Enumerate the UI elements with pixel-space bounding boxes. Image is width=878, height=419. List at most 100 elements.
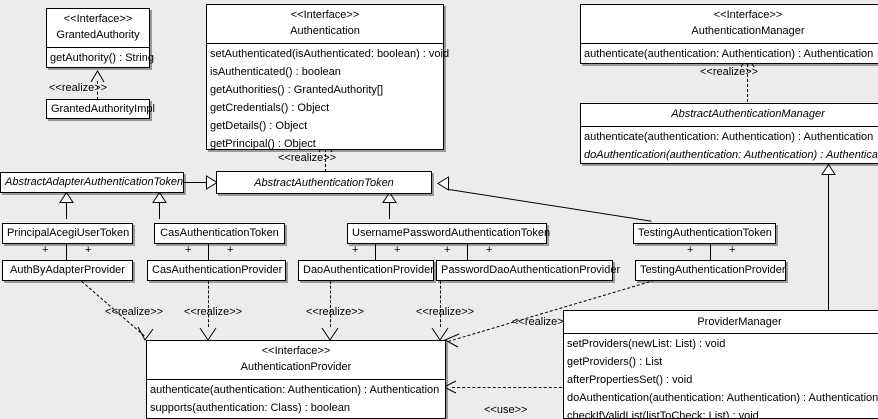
- class-header-testing-authentication-provider: TestingAuthenticationProvider: [636, 261, 786, 281]
- class-abstract-adapter-authentication-token[interactable]: AbstractAdapterAuthenticationToken: [0, 172, 184, 193]
- member-checkifvalidlist: checkIfValidList(listToCheck: List) : vo…: [567, 410, 759, 419]
- label-realize-dao: <<realize>>: [306, 306, 365, 318]
- class-members-authentication-manager: authenticate(authentication: Authenticat…: [581, 44, 878, 64]
- realization-line-dao-provider: [330, 281, 331, 327]
- class-name-auth-by-adapter-provider: AuthByAdapterProvider: [10, 264, 125, 276]
- class-password-dao-authentication-provider[interactable]: PasswordDaoAuthenticationProvider: [436, 260, 621, 281]
- class-dao-authentication-provider[interactable]: DaoAuthenticationProvider: [298, 260, 434, 281]
- class-header-abstract-authentication-token: AbstractAuthenticationToken: [217, 172, 431, 194]
- label-realize-authbyadapter: <<realize>>: [105, 306, 164, 318]
- class-header-cas-authentication-token: CasAuthenticationToken: [155, 224, 284, 244]
- class-authentication-provider[interactable]: <<Interface>> AuthenticationProvider aut…: [146, 340, 446, 419]
- generalization-triangle-abstractmanager: [821, 164, 836, 175]
- member-getprincipal: getPrincipal() : Object: [210, 138, 316, 150]
- class-header-principal-acegi-user-token: PrincipalAcegiUserToken: [3, 224, 132, 244]
- stereotype-interface: <<Interface>>: [290, 9, 360, 21]
- generalization-line-testingtoken: [448, 189, 652, 222]
- label-realize-cas: <<realize>>: [184, 306, 243, 318]
- member-supports: supports(authentication: Class) : boolea…: [150, 402, 350, 414]
- association-plus-upt-b-left: +: [444, 244, 451, 256]
- class-name-authentication-manager: AuthenticationManager: [691, 25, 805, 37]
- class-name-testing-authentication-provider: TestingAuthenticationProvider: [640, 264, 786, 276]
- association-plus-principalacegi-left: +: [42, 244, 49, 256]
- class-testing-authentication-token[interactable]: TestingAuthenticationToken: [633, 223, 776, 244]
- label-realize-passworddao: <<realize>>: [416, 306, 475, 318]
- association-plus-principalacegi-right: +: [85, 244, 92, 256]
- association-plus-upt-b-right: +: [486, 244, 493, 256]
- dependency-line-providermanager-authenticationprovider: [452, 387, 562, 388]
- class-name-authentication: Authentication: [290, 25, 360, 37]
- class-username-password-authentication-token[interactable]: UsernamePasswordAuthenticationToken: [347, 223, 551, 244]
- generalization-line-principalacegitoken: [66, 194, 67, 219]
- realization-line-grantedauthorityimpl: [97, 81, 98, 100]
- class-name-testing-authentication-token: TestingAuthenticationToken: [638, 227, 772, 239]
- member-getproviders: getProviders() : List: [567, 356, 663, 368]
- generalization-triangle-abstracttoken-testing: [437, 176, 449, 191]
- class-name-username-password-authentication-token: UsernamePasswordAuthenticationToken: [352, 227, 551, 239]
- class-members-authentication-provider: authenticate(authentication: Authenticat…: [147, 380, 445, 418]
- generalization-triangle-adaptertoken: [59, 192, 74, 203]
- class-header-abstract-authentication-manager: AbstractAuthenticationManager: [581, 104, 878, 127]
- class-name-authentication-provider: AuthenticationProvider: [240, 361, 352, 373]
- association-plus-cas-right: +: [227, 244, 234, 256]
- class-abstract-authentication-manager[interactable]: AbstractAuthenticationManager authentica…: [580, 103, 878, 164]
- class-granted-authority-impl[interactable]: GrantedAuthorityImpl: [46, 99, 155, 120]
- class-header-auth-by-adapter-provider: AuthByAdapterProvider: [3, 261, 132, 281]
- generalization-triangle-abstracttoken-cas: [152, 192, 167, 203]
- member-setproviders: setProviders(newList: List) : void: [567, 338, 726, 350]
- open-arrow-authenticationprovider-dao: [321, 326, 339, 341]
- class-name-abstract-authentication-token: AbstractAuthenticationToken: [254, 177, 394, 189]
- class-cas-authentication-token[interactable]: CasAuthenticationToken: [154, 223, 285, 244]
- class-name-granted-authority-impl: GrantedAuthorityImpl: [51, 103, 155, 115]
- open-arrow-grantedauthority-realize: [90, 69, 105, 83]
- stereotype-interface: <<Interface>>: [63, 13, 133, 25]
- association-line-adaptertoken: [183, 182, 215, 183]
- class-members-provider-manager: setProviders(newList: List) : void getPr…: [564, 334, 878, 419]
- member-doauthentication: doAuthentication(authentication: Authent…: [567, 392, 878, 404]
- class-members-authentication: setAuthenticated(isAuthenticated: boolea…: [207, 44, 449, 154]
- class-header-provider-manager: ProviderManager: [564, 311, 878, 334]
- class-header-authentication-manager: <<Interface>> AuthenticationManager: [581, 5, 878, 44]
- class-cas-authentication-provider[interactable]: CasAuthenticationProvider: [147, 260, 286, 281]
- class-auth-by-adapter-provider[interactable]: AuthByAdapterProvider: [2, 260, 133, 281]
- class-authentication[interactable]: <<Interface>> Authentication setAuthenti…: [206, 4, 449, 150]
- class-header-abstract-adapter-authentication-token: AbstractAdapterAuthenticationToken: [1, 173, 183, 193]
- class-header-granted-authority-impl: GrantedAuthorityImpl: [47, 100, 155, 120]
- class-header-granted-authority: <<Interface>> GrantedAuthority: [47, 9, 149, 48]
- association-line-upt-dao: [375, 244, 376, 261]
- class-header-password-dao-authentication-provider: PasswordDaoAuthenticationProvider: [437, 261, 621, 281]
- open-arrow-authenticationprovider-authbyadapter: [137, 326, 154, 341]
- generalization-line-castoken: [159, 194, 160, 219]
- class-header-cas-authentication-provider: CasAuthenticationProvider: [148, 261, 285, 281]
- member-authenticate: authenticate(authentication: Authenticat…: [584, 131, 874, 143]
- class-header-testing-authentication-token: TestingAuthenticationToken: [634, 224, 775, 244]
- class-members-abstract-authentication-manager: authenticate(authentication: Authenticat…: [581, 127, 878, 165]
- class-header-authentication-provider: <<Interface>> AuthenticationProvider: [147, 341, 445, 380]
- class-header-username-password-authentication-token: UsernamePasswordAuthenticationToken: [348, 224, 551, 244]
- realization-line-cas-provider: [208, 281, 209, 327]
- label-realize-abstracttoken: <<realize>>: [278, 152, 337, 164]
- class-granted-authority[interactable]: <<Interface>> GrantedAuthority getAuthor…: [46, 8, 154, 68]
- class-provider-manager[interactable]: ProviderManager setProviders(newList: Li…: [563, 310, 878, 419]
- class-name-provider-manager: ProviderManager: [697, 316, 782, 328]
- association-plus-testing-right: +: [729, 244, 736, 256]
- class-authentication-manager[interactable]: <<Interface>> AuthenticationManager auth…: [580, 4, 878, 64]
- association-plus-upt-a-right: +: [394, 244, 401, 256]
- class-principal-acegi-user-token[interactable]: PrincipalAcegiUserToken: [2, 223, 133, 244]
- label-use-providermanager: <<use>>: [484, 404, 528, 416]
- class-testing-authentication-provider[interactable]: TestingAuthenticationProvider: [635, 260, 786, 281]
- association-line-principalacegi-authbyadapter: [66, 244, 67, 261]
- class-name-password-dao-authentication-provider: PasswordDaoAuthenticationProvider: [441, 264, 621, 276]
- association-plus-upt-a-left: +: [352, 244, 359, 256]
- class-abstract-authentication-token[interactable]: AbstractAuthenticationToken: [216, 171, 432, 194]
- realization-line-abstractmanager: [747, 64, 748, 102]
- association-triangle-abstracttoken: [206, 175, 218, 190]
- member-authenticate: authenticate(authentication: Authenticat…: [584, 48, 874, 60]
- class-header-dao-authentication-provider: DaoAuthenticationProvider: [299, 261, 434, 281]
- realization-line-passworddao-provider: [440, 281, 441, 327]
- stereotype-interface: <<Interface>>: [713, 9, 783, 21]
- label-realize-providermanager: <<realize>>: [512, 316, 571, 328]
- association-plus-cas-left: +: [185, 244, 192, 256]
- generalization-line-usernamepasswordtoken: [389, 194, 390, 219]
